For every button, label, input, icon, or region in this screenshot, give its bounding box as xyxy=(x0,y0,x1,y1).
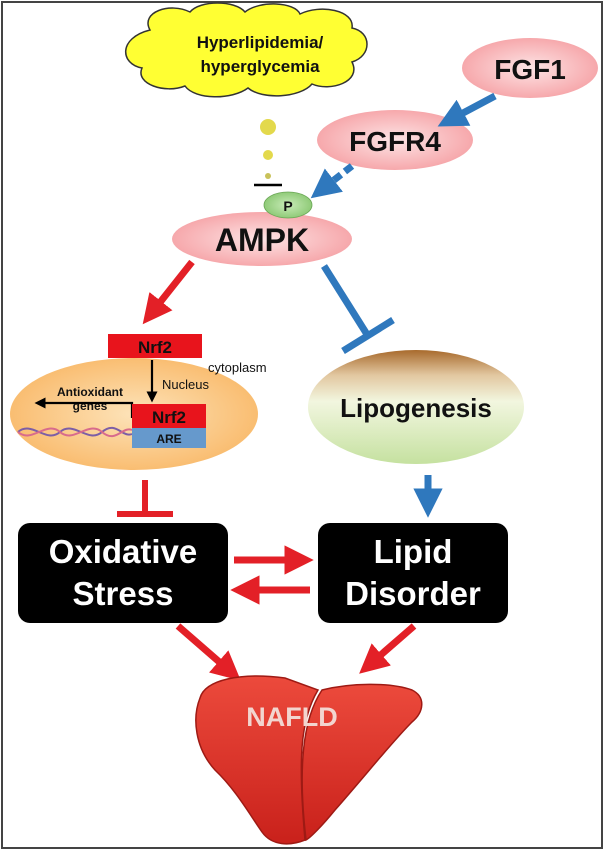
oxidative-stress-line2: Stress xyxy=(73,575,174,612)
lipogenesis-node: Lipogenesis xyxy=(308,350,524,464)
antioxidant-genes-line2: genes xyxy=(73,399,108,413)
ampk-to-nrf2-arrow xyxy=(142,259,195,325)
fgfr4-to-ampk-dashed-arrow xyxy=(310,163,355,199)
ampk-inhibits-lipogenesis xyxy=(321,264,395,354)
nrf2-cytoplasm-box: Nrf2 xyxy=(108,334,202,358)
stimulus-label-line1: Hyperlipidemia/ xyxy=(197,33,324,52)
stimulus-cloud: Hyperlipidemia/ hyperglycemia xyxy=(125,2,368,98)
lipid-disorder-box: Lipid Disorder xyxy=(318,523,508,623)
cytoplasm-label: cytoplasm xyxy=(208,360,267,375)
oxidative-to-nafld-arrow xyxy=(175,623,241,681)
are-box: ARE xyxy=(132,428,206,448)
nucleus-label: Nucleus xyxy=(162,377,209,392)
ampk-label: AMPK xyxy=(215,222,309,258)
stimulus-label-line2: hyperglycemia xyxy=(200,57,320,76)
phospho-node: P xyxy=(263,191,313,219)
nrf2-cytoplasm-label: Nrf2 xyxy=(138,338,172,357)
oxidative-stress-line1: Oxidative xyxy=(49,533,198,570)
fgfr4-node: FGFR4 xyxy=(317,110,473,170)
fgf1-label: FGF1 xyxy=(494,54,566,85)
lipogenesis-label: Lipogenesis xyxy=(340,393,492,423)
trail-dot-large xyxy=(260,119,276,135)
fgf1-node: FGF1 xyxy=(462,38,598,98)
oxidative-stress-box: Oxidative Stress xyxy=(18,523,228,623)
dna-helix xyxy=(17,426,133,438)
trail-dot-medium xyxy=(263,150,273,160)
fgf1-to-fgfr4-arrow xyxy=(437,92,497,127)
nrf2-nucleus-box: Nrf2 xyxy=(132,404,206,428)
antioxidant-genes-line1: Antioxidant xyxy=(57,385,123,399)
are-label: ARE xyxy=(156,432,181,446)
lipid-disorder-line2: Disorder xyxy=(345,575,481,612)
nrf2-nucleus-label: Nrf2 xyxy=(152,408,186,427)
ampk-node: AMPK xyxy=(172,212,352,266)
fgfr4-label: FGFR4 xyxy=(349,126,441,157)
nafld-label: NAFLD xyxy=(246,702,337,732)
nrf2-inhibits-oxidative-stress xyxy=(117,480,173,517)
lipid-to-nafld-arrow xyxy=(359,623,417,674)
lipid-disorder-line1: Lipid xyxy=(374,533,453,570)
trail-dot-small xyxy=(265,173,271,179)
liver-illustration: NAFLD xyxy=(195,675,423,845)
phospho-label: P xyxy=(283,198,292,214)
